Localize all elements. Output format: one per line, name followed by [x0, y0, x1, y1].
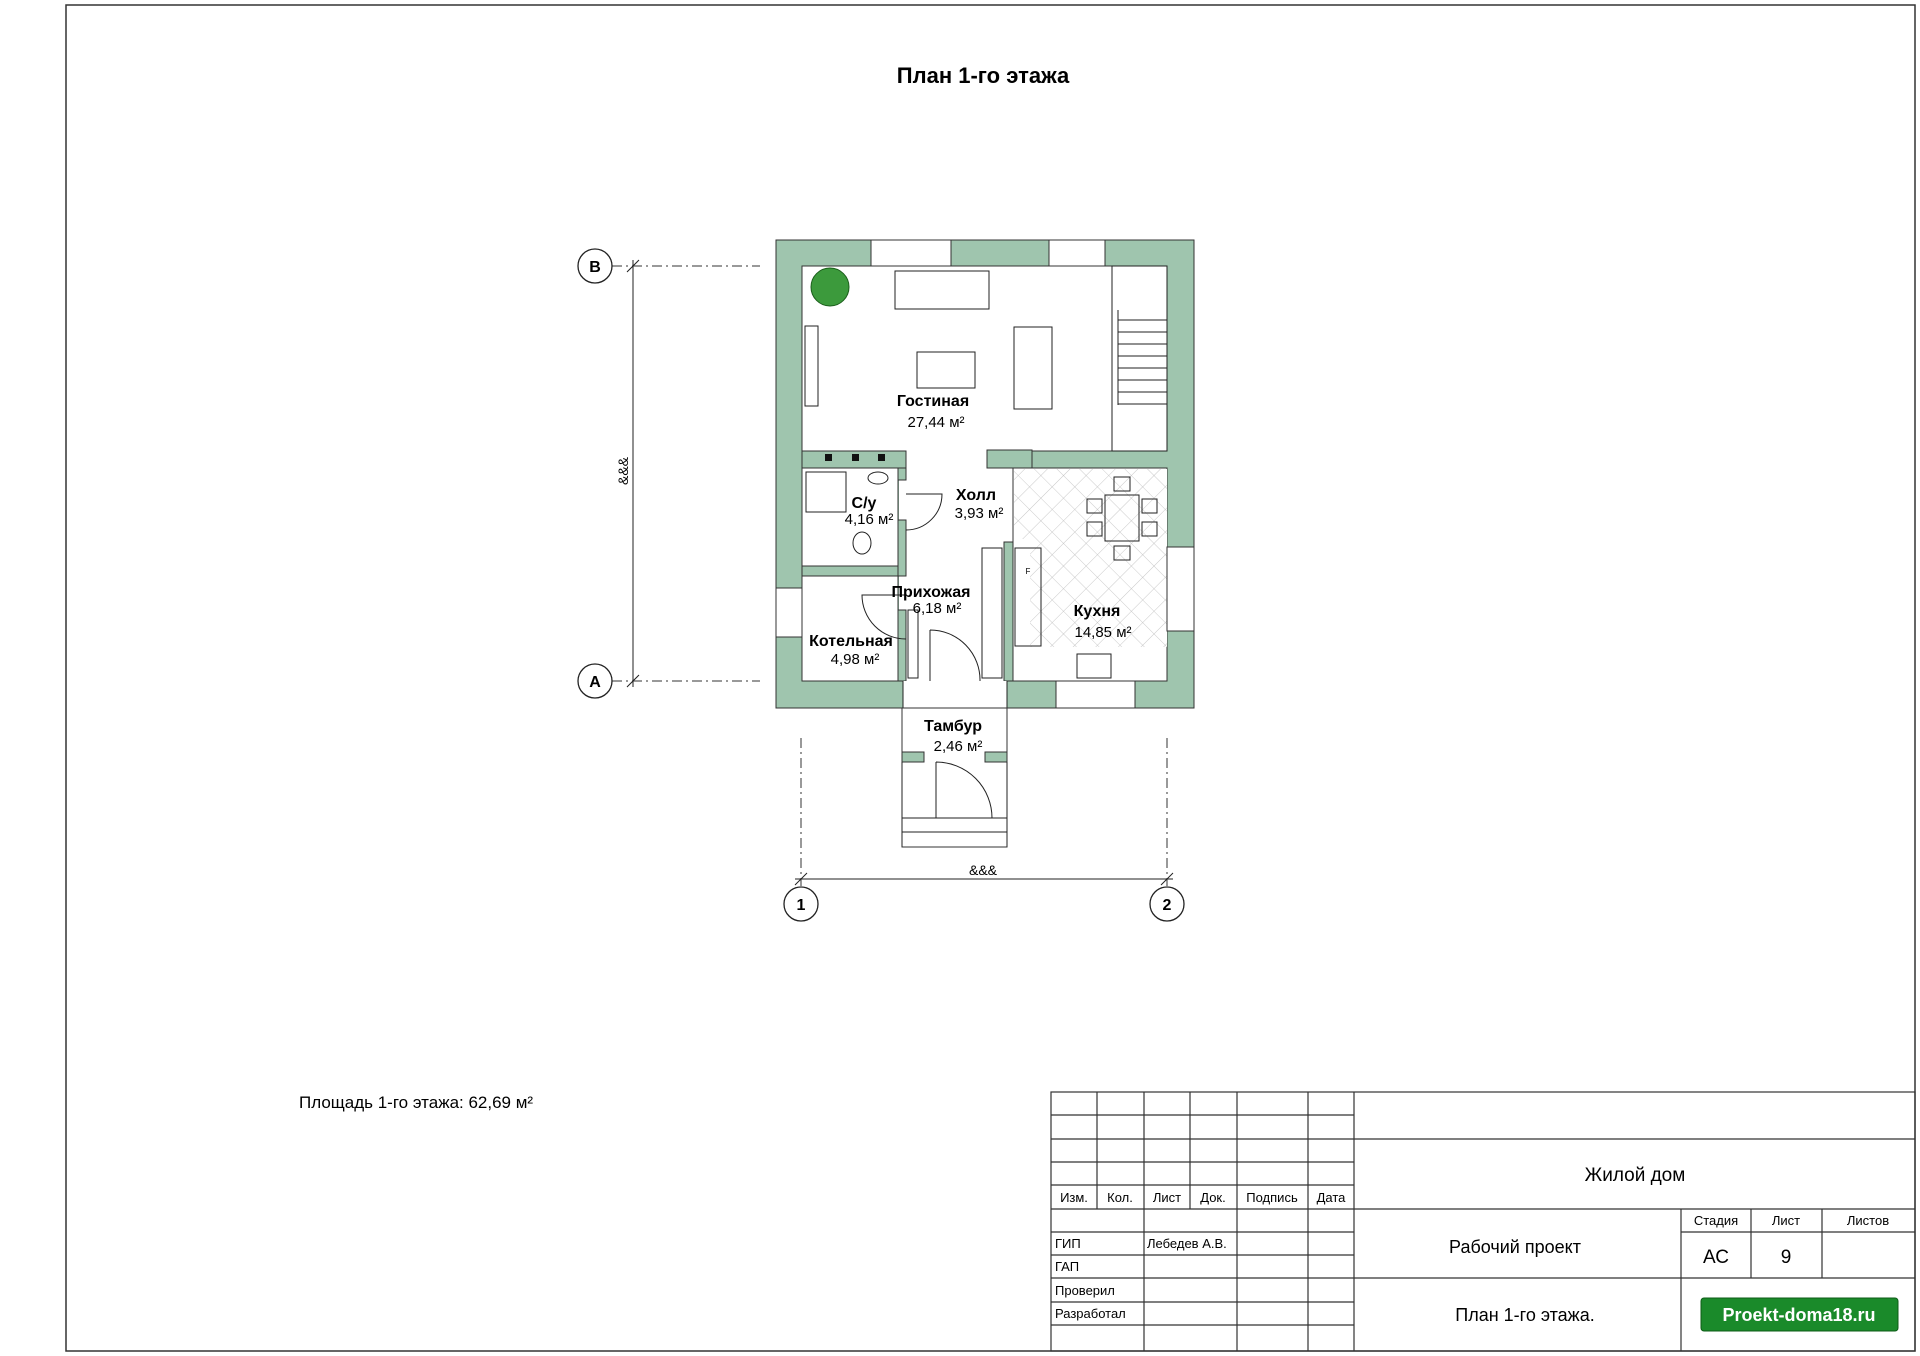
object-name: Жилой дом: [1585, 1165, 1686, 1186]
room-name: Прихожая: [892, 584, 971, 601]
toilet-icon: [852, 531, 872, 555]
stage-value: АС: [1703, 1247, 1729, 1268]
dimension-horizontal: &&&: [969, 862, 998, 878]
plant-icon: [810, 267, 850, 307]
floor-plan: F: [775, 239, 1195, 848]
brand-label[interactable]: Proekt-doma18.ru: [1722, 1305, 1875, 1325]
sheets-header: Листов: [1847, 1213, 1889, 1228]
window: [1055, 680, 1136, 709]
window: [1048, 239, 1106, 267]
room-area: 6,18 м²: [913, 600, 962, 617]
tv-stand-icon: [804, 325, 819, 407]
axis-label-b: В: [589, 259, 601, 276]
dining-table-icon: [1104, 494, 1140, 542]
stage-title: Рабочий проект: [1449, 1237, 1581, 1257]
room-hall: [899, 450, 1013, 681]
partition: [1003, 541, 1014, 682]
room-area: 14,85 м²: [1074, 624, 1131, 641]
room-name: Холл: [956, 487, 996, 504]
header-podpis: Подпись: [1246, 1190, 1298, 1205]
window: [775, 587, 803, 638]
dimension-vertical: &&&: [615, 456, 631, 485]
axis-label-1: 1: [797, 897, 806, 914]
column: [986, 449, 1033, 469]
room-name: Гостиная: [897, 393, 969, 410]
gip-name: Лебедев А.В.: [1147, 1236, 1227, 1251]
wardrobe-icon: [981, 547, 1003, 679]
role-gap: ГАП: [1055, 1259, 1079, 1274]
header-izm: Изм.: [1060, 1190, 1088, 1205]
role-gip: ГИП: [1055, 1236, 1081, 1251]
grid-axes: В А 1 2: [577, 248, 1185, 922]
room-area: 4,98 м²: [831, 651, 880, 668]
sheet-header: Лист: [1772, 1213, 1800, 1228]
armchair-sofa-icon: [1013, 326, 1053, 410]
role-checked: Проверил: [1055, 1283, 1115, 1298]
sofa-icon: [894, 270, 990, 310]
staircase-icon: [1111, 265, 1168, 452]
floor-area-note: Площадь 1-го этажа: 62,69 м²: [299, 1093, 533, 1112]
sheet-value: 9: [1781, 1247, 1792, 1268]
axis-marker-1: [783, 886, 819, 922]
header-list: Лист: [1153, 1190, 1181, 1205]
room-vestibule: [901, 707, 1008, 848]
title-block: Изм. Кол. Лист Док. Подпись Дата ГИП Леб…: [1050, 1091, 1916, 1352]
shower-icon: [805, 471, 847, 513]
washbasin-icon: [867, 471, 889, 485]
dimensions: &&& &&&: [615, 259, 1174, 886]
sheet-title: План 1-го этажа.: [1455, 1305, 1594, 1325]
kitchen-counter-icon: [1014, 547, 1042, 647]
room-boiler: [801, 575, 899, 682]
room-bathroom: [801, 467, 899, 567]
room-name: С/у: [852, 495, 877, 512]
axis-marker-b: [577, 248, 613, 284]
window: [870, 239, 952, 267]
fridge-label: F: [1026, 567, 1031, 576]
window: [1166, 546, 1195, 632]
header-kol: Кол.: [1107, 1190, 1133, 1205]
room-name: Тамбур: [924, 718, 982, 735]
sink-icon: [1076, 653, 1112, 679]
room-name: Котельная: [809, 633, 893, 650]
header-data: Дата: [1317, 1190, 1347, 1205]
room-area: 2,46 м²: [934, 738, 983, 755]
room-area: 3,93 м²: [955, 505, 1004, 522]
room-area: 27,44 м²: [907, 414, 964, 431]
stage-header: Стадия: [1694, 1213, 1738, 1228]
axis-label-a: А: [589, 674, 601, 691]
drawing-title: План 1-го этажа: [897, 63, 1070, 88]
room-name: Кухня: [1074, 603, 1121, 620]
axis-marker-a: [577, 663, 613, 699]
axis-marker-2: [1149, 886, 1185, 922]
coffee-table-icon: [916, 351, 976, 389]
axis-label-2: 2: [1163, 897, 1172, 914]
room-area: 4,16 м²: [845, 511, 894, 528]
sheet-frame: [65, 4, 1916, 1352]
brand-button[interactable]: [1700, 1297, 1899, 1332]
room-labels: Гостиная 27,44 м² С/у 4,16 м² Холл 3,93 …: [809, 393, 1131, 755]
role-developed: Разработал: [1055, 1306, 1126, 1321]
header-dok: Док.: [1200, 1190, 1225, 1205]
